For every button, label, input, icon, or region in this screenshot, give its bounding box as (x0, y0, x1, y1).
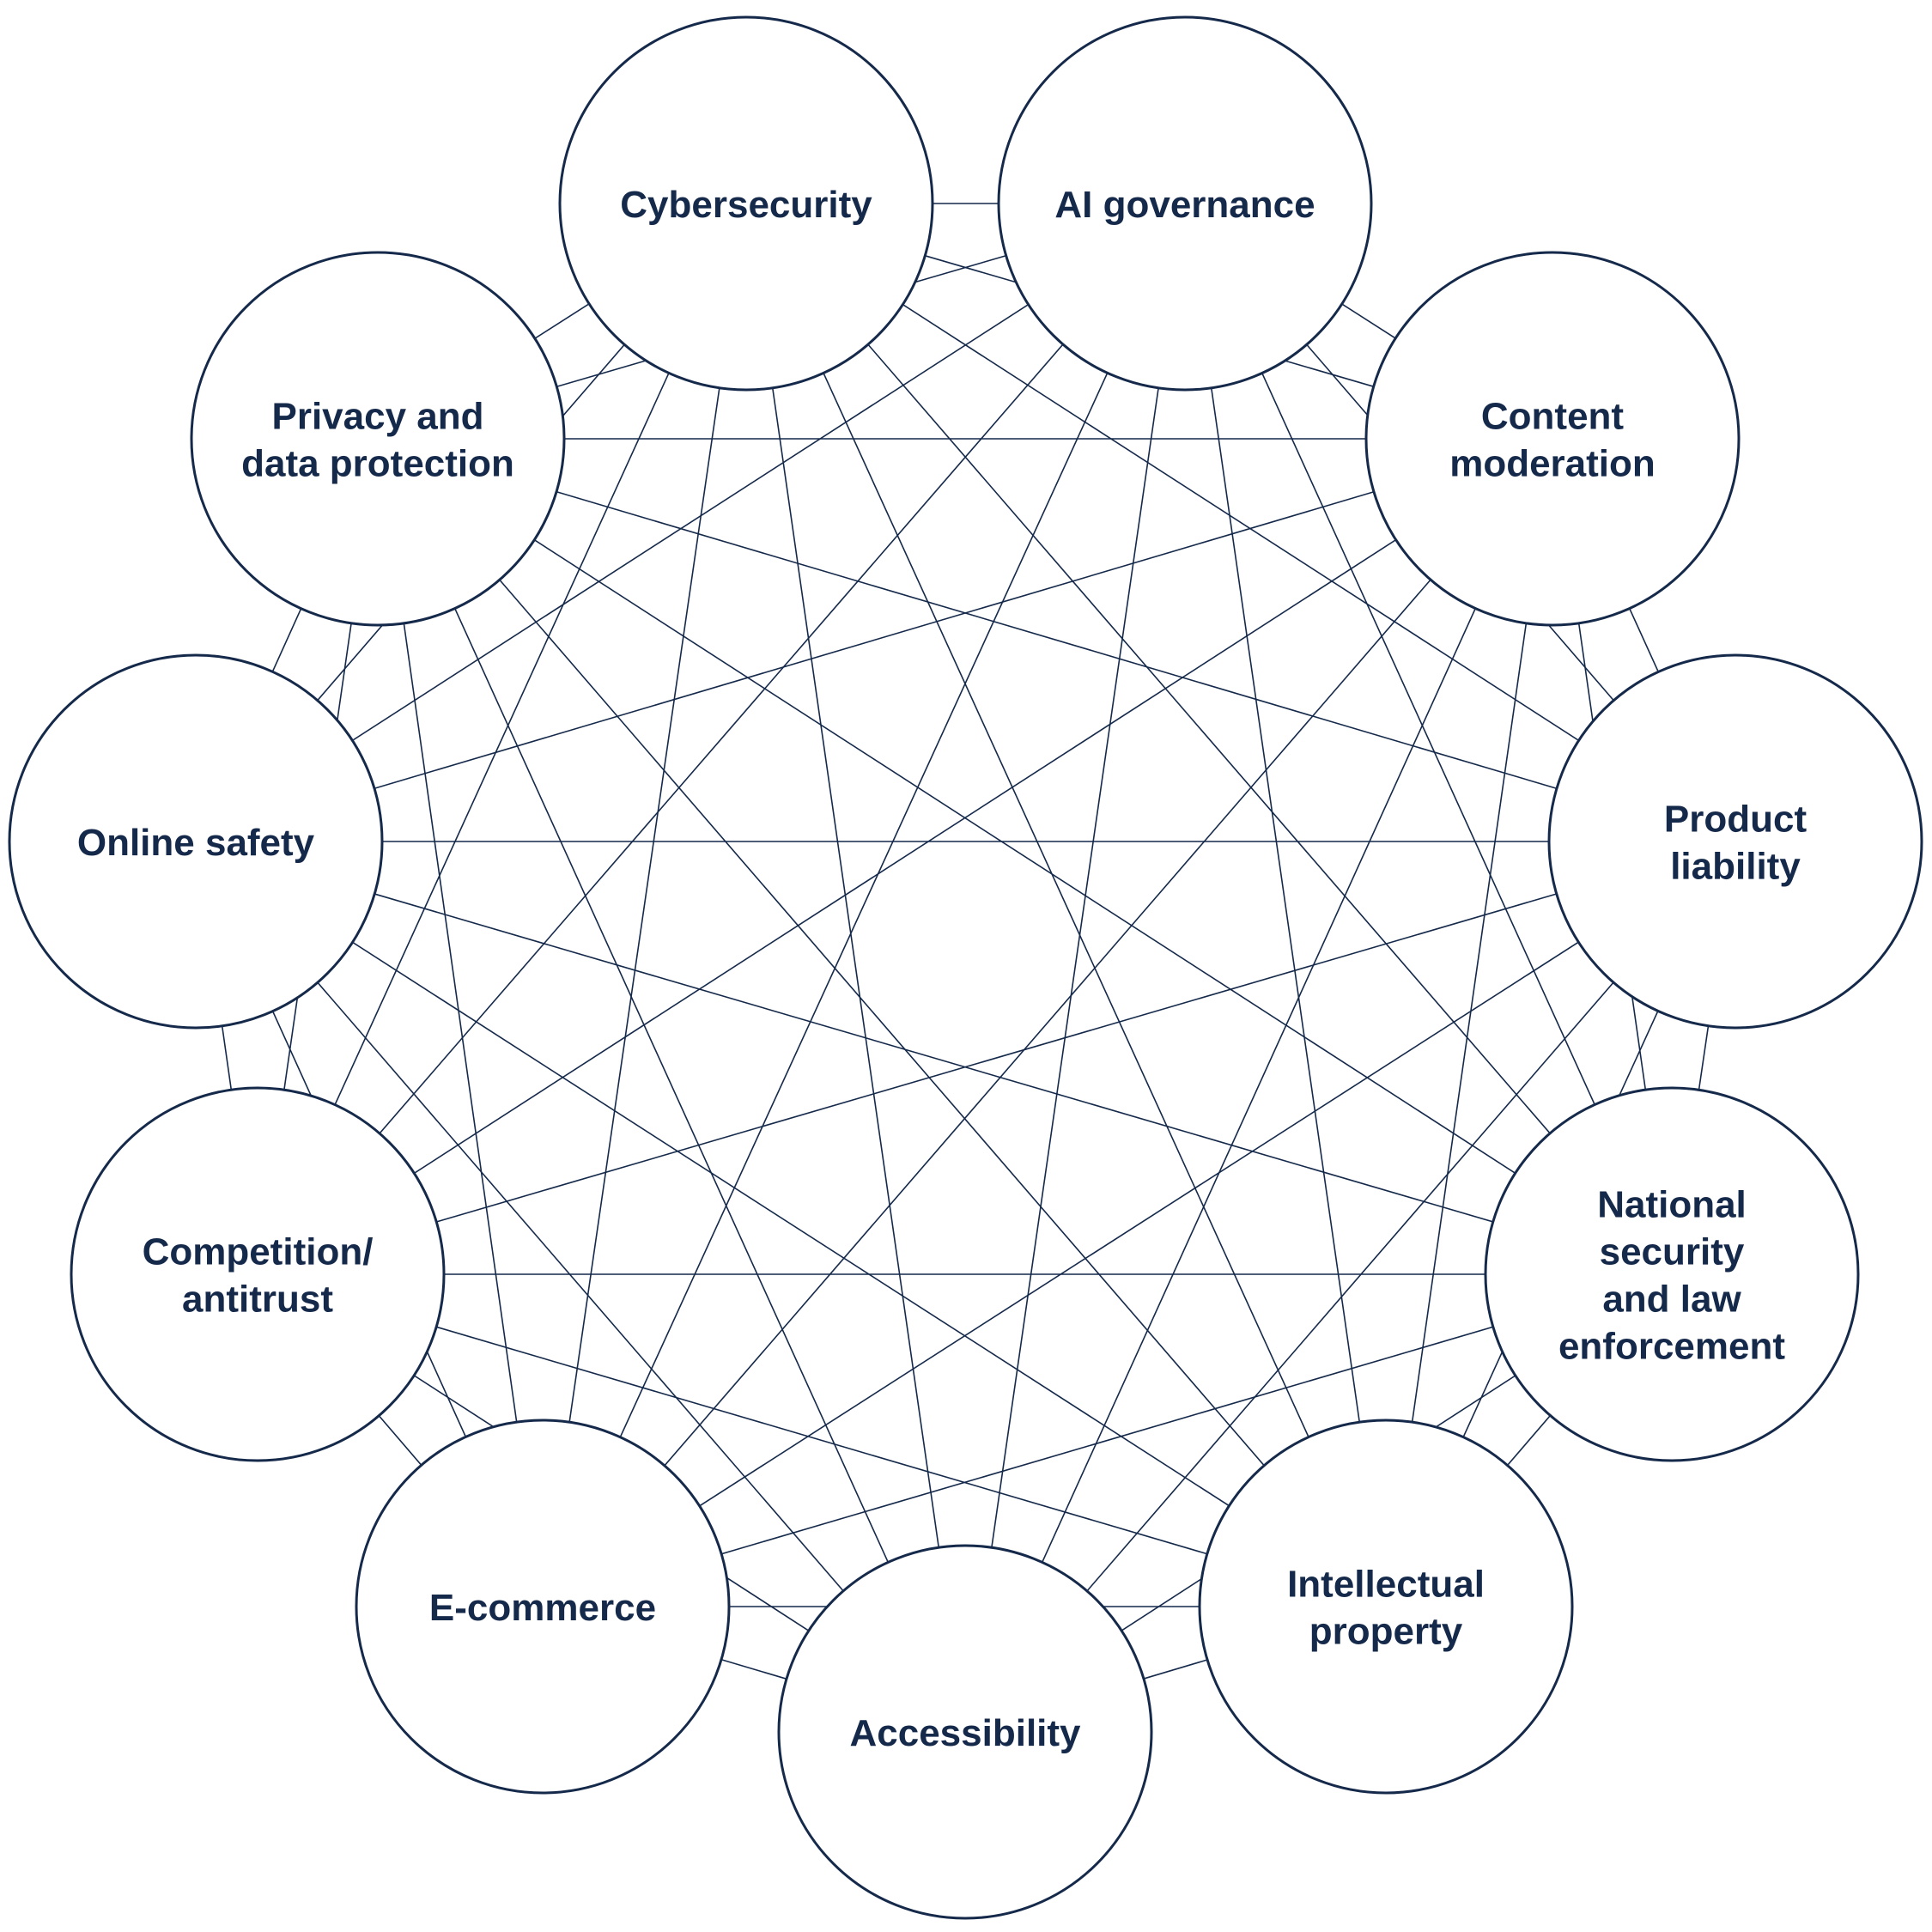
edge-national-security-e-commerce (542, 1273, 1673, 1607)
edge-content-moderation-competition-antitrust (257, 438, 1553, 1275)
edge-ai-governance-intellectual-property (1184, 203, 1387, 1607)
edge-cybersecurity-competition-antitrust (257, 203, 747, 1275)
node-circle-content-moderation (1364, 251, 1741, 627)
node-circle-ai-governance (997, 15, 1373, 392)
node-e-commerce: E-commerce (355, 1419, 731, 1795)
edge-content-moderation-e-commerce (542, 438, 1553, 1607)
node-online-safety: Online safety (8, 653, 384, 1030)
node-product-liability: Product liability (1547, 653, 1923, 1030)
edge-ai-governance-accessibility (964, 203, 1186, 1733)
node-circle-cybersecurity (558, 15, 934, 392)
node-accessibility: Accessibility (777, 1544, 1153, 1920)
edge-ai-governance-national-security (1184, 203, 1673, 1275)
edge-product-liability-accessibility (964, 841, 1736, 1733)
edge-national-security-privacy (377, 438, 1673, 1275)
node-label-competition-antitrust-line-1: Competition/ (143, 1230, 374, 1273)
edge-content-moderation-online-safety (195, 438, 1553, 842)
edge-content-moderation-accessibility (964, 438, 1553, 1733)
edge-ai-governance-competition-antitrust (257, 203, 1186, 1275)
node-circle-accessibility (777, 1544, 1153, 1920)
edge-accessibility-privacy (377, 438, 966, 1733)
edge-content-moderation-intellectual-property (1385, 438, 1553, 1607)
edge-product-liability-competition-antitrust (257, 841, 1736, 1275)
edge-product-liability-privacy (377, 438, 1736, 842)
node-label-product-liability-line-2: liability (1670, 845, 1801, 887)
node-label-privacy-line-2: data protection (241, 442, 514, 484)
edge-intellectual-property-privacy (377, 438, 1387, 1607)
edge-cybersecurity-intellectual-property (745, 203, 1387, 1607)
node-label-privacy-line-1: Privacy and (271, 395, 483, 437)
edge-ai-governance-online-safety (195, 203, 1186, 842)
edge-accessibility-online-safety (195, 841, 966, 1733)
node-label-national-security-line-2: security (1600, 1230, 1745, 1273)
node-label-accessibility-line-1: Accessibility (849, 1712, 1081, 1754)
node-competition-antitrust: Competition/antitrust (70, 1086, 446, 1462)
node-label-competition-antitrust-line-2: antitrust (182, 1278, 333, 1320)
node-label-intellectual-property-line-2: property (1309, 1610, 1463, 1652)
node-circle-product-liability (1547, 653, 1923, 1030)
node-label-content-moderation-line-2: moderation (1449, 442, 1656, 484)
node-label-cybersecurity-line-1: Cybersecurity (620, 184, 872, 226)
edge-cybersecurity-accessibility (745, 203, 966, 1733)
node-ai-governance: AI governance (997, 15, 1373, 392)
node-label-online-safety-line-1: Online safety (77, 822, 315, 864)
node-circle-online-safety (8, 653, 384, 1030)
node-circle-intellectual-property (1198, 1419, 1574, 1795)
node-label-national-security-line-1: National (1597, 1183, 1747, 1225)
node-label-ai-governance-line-1: AI governance (1054, 184, 1315, 226)
edge-intellectual-property-competition-antitrust (257, 1273, 1387, 1607)
edge-cybersecurity-product-liability (745, 203, 1736, 842)
node-circle-e-commerce (355, 1419, 731, 1795)
node-label-intellectual-property-line-1: Intellectual (1287, 1563, 1485, 1605)
node-content-moderation: Content moderation (1364, 251, 1741, 627)
node-intellectual-property: Intellectual property (1198, 1419, 1574, 1795)
edge-cybersecurity-national-security (745, 203, 1673, 1275)
node-circle-competition-antitrust (70, 1086, 446, 1462)
edge-cybersecurity-e-commerce (542, 203, 747, 1607)
node-circle-national-security (1484, 1086, 1860, 1462)
node-label-content-moderation-line-1: Content (1481, 395, 1625, 437)
node-national-security: National security and law enforcement (1484, 1086, 1860, 1462)
node-circle-privacy (190, 251, 566, 627)
node-label-product-liability-line-1: Product (1664, 798, 1807, 840)
node-label-e-commerce-line-1: E-commerce (429, 1587, 656, 1629)
edge-national-security-online-safety (195, 841, 1673, 1275)
edge-e-commerce-privacy (377, 438, 544, 1607)
node-cybersecurity: Cybersecurity (558, 15, 934, 392)
node-privacy: Privacy and data protection (190, 251, 566, 627)
node-label-national-security-line-4: enforcement (1558, 1325, 1785, 1367)
edge-ai-governance-e-commerce (542, 203, 1186, 1607)
edge-product-liability-e-commerce (542, 841, 1736, 1607)
edge-intellectual-property-online-safety (195, 841, 1387, 1607)
node-label-national-security-line-3: and law (1602, 1278, 1741, 1320)
